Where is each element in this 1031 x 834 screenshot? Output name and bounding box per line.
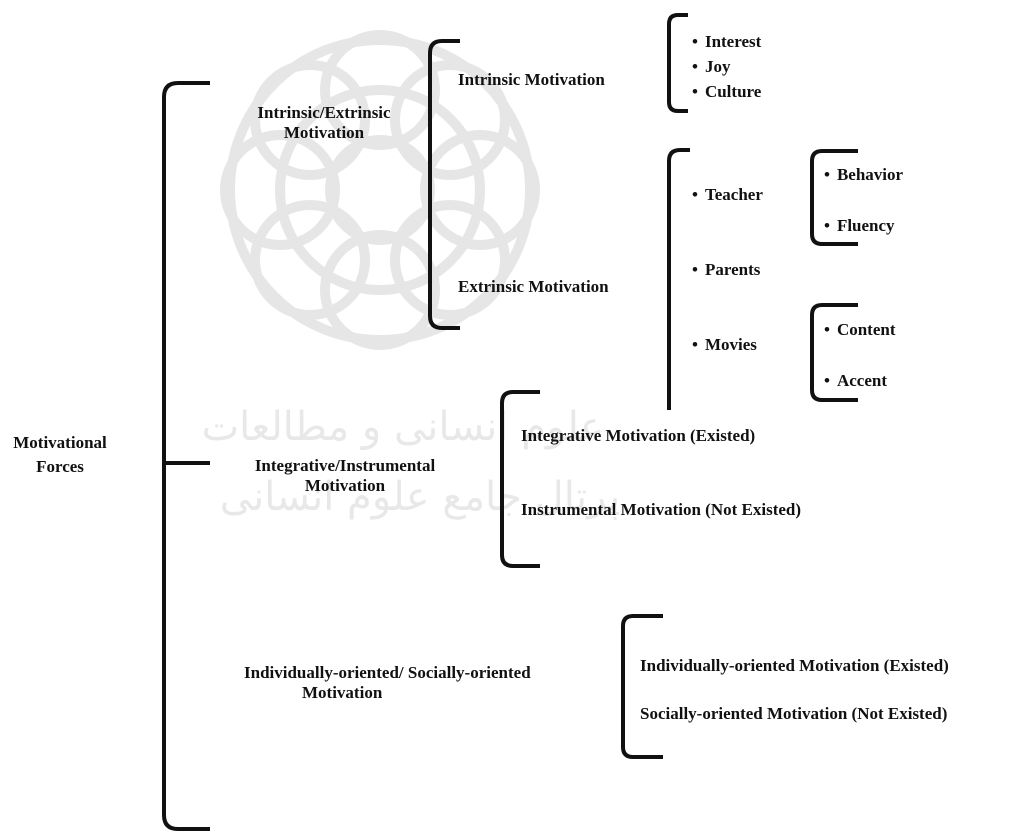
branch2-bracket — [500, 390, 540, 568]
instrumental-motivation-label: Instrumental Motivation (Not Existed) — [521, 500, 802, 519]
item-fluency: Fluency — [824, 216, 895, 236]
individually-oriented-label: Individually-oriented Motivation (Existe… — [640, 656, 949, 675]
watermark-seal: پژوهشگاه علوم انسانی و مطالعات فرهنگی پر… — [200, 30, 620, 520]
item-content: Content — [824, 320, 896, 340]
item-interest: Interest — [692, 32, 761, 52]
item-movies: Movies — [692, 335, 757, 355]
branch2-line-1: Integrative/Instrumental — [254, 456, 436, 475]
branch-intrinsic-extrinsic: Intrinsic/Extrinsic Motivation — [226, 103, 422, 143]
branch3-line-1: Individually-oriented/ Socially-oriented — [244, 663, 531, 682]
intrinsic-motivation-label: Intrinsic Motivation — [458, 70, 605, 89]
root-line-2: Forces — [36, 457, 84, 476]
integrative-motivation-label: Integrative Motivation (Existed) — [521, 426, 756, 445]
teacher-bracket — [810, 149, 858, 246]
branch2-line-2: Motivation — [304, 476, 386, 495]
item-behavior: Behavior — [824, 165, 903, 185]
watermark-text-2: پرتال جامع علوم انسانی — [220, 474, 620, 520]
item-accent: Accent — [824, 371, 887, 391]
intrinsic-bracket — [667, 13, 688, 113]
socially-oriented-label: Socially-oriented Motivation (Not Existe… — [640, 704, 948, 723]
root-node: Motivational Forces — [4, 433, 116, 477]
branch1-line-1: Intrinsic/Extrinsic — [257, 103, 391, 122]
branch3-line-2: Motivation — [302, 683, 383, 702]
branch1-bracket — [428, 39, 460, 330]
item-culture: Culture — [692, 82, 761, 102]
branch-individual-social: Individually-oriented/ Socially-oriented… — [244, 663, 624, 703]
item-joy: Joy — [692, 57, 731, 77]
branch1-line-2: Motivation — [283, 123, 365, 142]
movies-bracket — [810, 303, 858, 402]
item-parents: Parents — [692, 260, 760, 280]
extrinsic-bracket — [667, 148, 690, 410]
root-line-1: Motivational — [13, 433, 107, 452]
root-bracket — [162, 81, 210, 831]
branch-integrative-instrumental: Integrative/Instrumental Motivation — [236, 456, 454, 496]
watermark-text-1: پژوهشگاه علوم انسانی و مطالعات فرهنگی — [200, 404, 620, 450]
extrinsic-motivation-label: Extrinsic Motivation — [458, 277, 609, 296]
item-teacher: Teacher — [692, 185, 763, 205]
branch3-bracket — [621, 614, 663, 759]
